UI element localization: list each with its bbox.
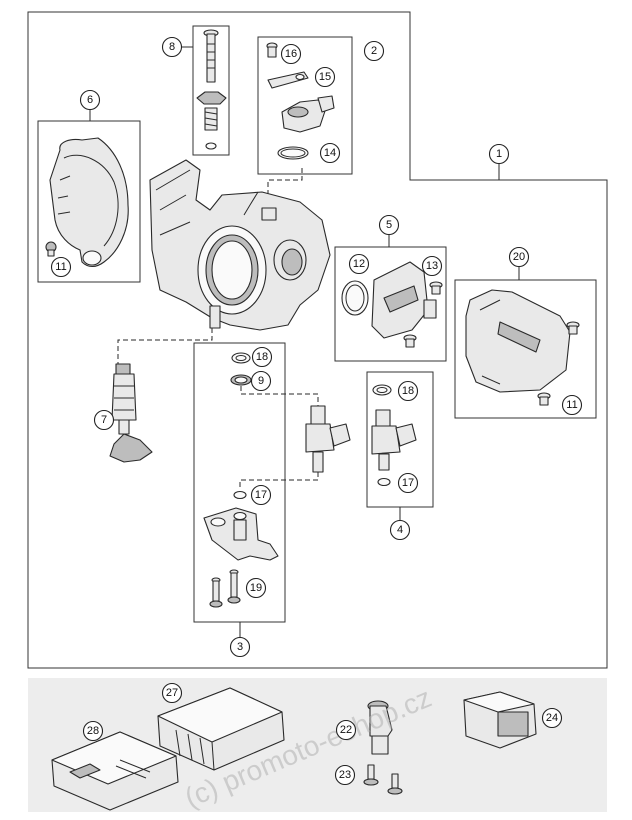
callout-18-right: 18	[397, 380, 419, 402]
callout-1: 1	[488, 143, 510, 165]
o-ring-12	[341, 280, 369, 316]
screw-11-right	[537, 392, 551, 406]
callout-6: 6	[79, 89, 101, 111]
callout-11b-label: 11	[566, 399, 577, 411]
callout-1-label: 1	[496, 148, 502, 160]
group-box-8	[192, 25, 230, 156]
callout-8: 8	[161, 36, 183, 58]
callout-23: 23	[334, 764, 356, 786]
screws-23	[363, 764, 403, 795]
screw-20-upper	[566, 321, 580, 335]
callout-19-label: 19	[250, 582, 262, 594]
washer-9	[230, 374, 252, 386]
callout-14: 14	[319, 142, 341, 164]
callout-27-label: 27	[166, 687, 178, 699]
callout-28: 28	[82, 720, 104, 742]
callout-17-right: 17	[397, 472, 419, 494]
ecu-27-part	[157, 687, 285, 771]
leader-7	[117, 328, 213, 364]
screw-sensor-5	[403, 334, 417, 348]
callout-19: 19	[245, 577, 267, 599]
callout-28-label: 28	[87, 725, 99, 737]
idle-valve-part	[109, 363, 153, 463]
callout-5-label: 5	[386, 219, 392, 231]
callout-16-label: 16	[285, 48, 297, 60]
callout-13-label: 13	[426, 260, 438, 272]
callout-22: 22	[335, 719, 357, 741]
callout-17-left: 17	[250, 484, 272, 506]
callout-7-label: 7	[101, 414, 107, 426]
callout-8-label: 8	[169, 41, 175, 53]
sensor-cover-part	[465, 289, 571, 393]
throttle-body-part	[149, 159, 331, 331]
seal-17-right	[377, 477, 391, 487]
callout-17b-label: 17	[402, 477, 414, 489]
screws-19	[209, 569, 241, 608]
throttle-sensor-part	[281, 95, 335, 133]
callout-3-label: 3	[237, 641, 243, 653]
callout-11-left: 11	[50, 256, 72, 278]
callout-3: 3	[229, 636, 251, 658]
callout-11-right: 11	[561, 394, 583, 416]
callout-18a-label: 18	[256, 351, 268, 363]
assembly-boundary-1	[27, 11, 608, 669]
ecu-28-part	[51, 731, 179, 811]
callout-17a-label: 17	[255, 489, 267, 501]
screw-11-left	[45, 241, 57, 257]
callout-2-label: 2	[371, 45, 377, 57]
seal-18-left	[231, 352, 251, 364]
callout-16: 16	[280, 43, 302, 65]
callout-12: 12	[348, 253, 370, 275]
callout-6-label: 6	[87, 94, 93, 106]
callout-18-left: 18	[251, 346, 273, 368]
group-box-2	[257, 36, 353, 175]
fuel-rail-part	[203, 507, 279, 561]
callout-13: 13	[421, 255, 443, 277]
group-box-20	[454, 279, 597, 419]
callout-20-label: 20	[513, 251, 525, 263]
callout-7: 7	[93, 409, 115, 431]
screw-16	[266, 42, 278, 58]
adjusting-screw-part	[196, 29, 227, 150]
group-box-6	[37, 120, 141, 283]
callout-15: 15	[314, 66, 336, 88]
callout-9: 9	[250, 370, 272, 392]
callout-layer: 1 2 3 4 5 6 7 8 9 11 11 12 13 14 15 16 1…	[50, 36, 583, 786]
map-sensor-part	[371, 261, 437, 339]
callout-18b-label: 18	[402, 385, 414, 397]
callout-5: 5	[378, 214, 400, 236]
callout-9-label: 9	[258, 375, 264, 387]
leader-17	[239, 472, 319, 490]
callout-4-label: 4	[397, 524, 403, 536]
throttle-cover-part	[49, 137, 129, 268]
seal-18-right	[372, 384, 392, 396]
callout-20: 20	[508, 246, 530, 268]
seal-17-left	[233, 490, 247, 500]
callout-15-label: 15	[319, 71, 331, 83]
leader-9	[240, 386, 319, 406]
callout-11a-label: 11	[55, 261, 66, 273]
injector-right-part	[371, 409, 417, 471]
callout-14-label: 14	[324, 147, 336, 159]
injector-left-part	[305, 405, 351, 473]
bracket-15	[267, 71, 309, 89]
callout-4: 4	[389, 519, 411, 541]
callout-23-label: 23	[339, 769, 351, 781]
screw-13	[429, 281, 443, 295]
callout-2: 2	[363, 40, 385, 62]
group-box-5	[334, 246, 447, 362]
callout-22-label: 22	[340, 724, 352, 736]
callout-24: 24	[541, 707, 563, 729]
callout-24-label: 24	[546, 712, 558, 724]
o-ring-14	[277, 146, 309, 160]
callout-12-label: 12	[353, 258, 365, 270]
callout-27: 27	[161, 682, 183, 704]
connector-24-part	[463, 691, 537, 749]
sensor-22-part	[367, 700, 393, 755]
